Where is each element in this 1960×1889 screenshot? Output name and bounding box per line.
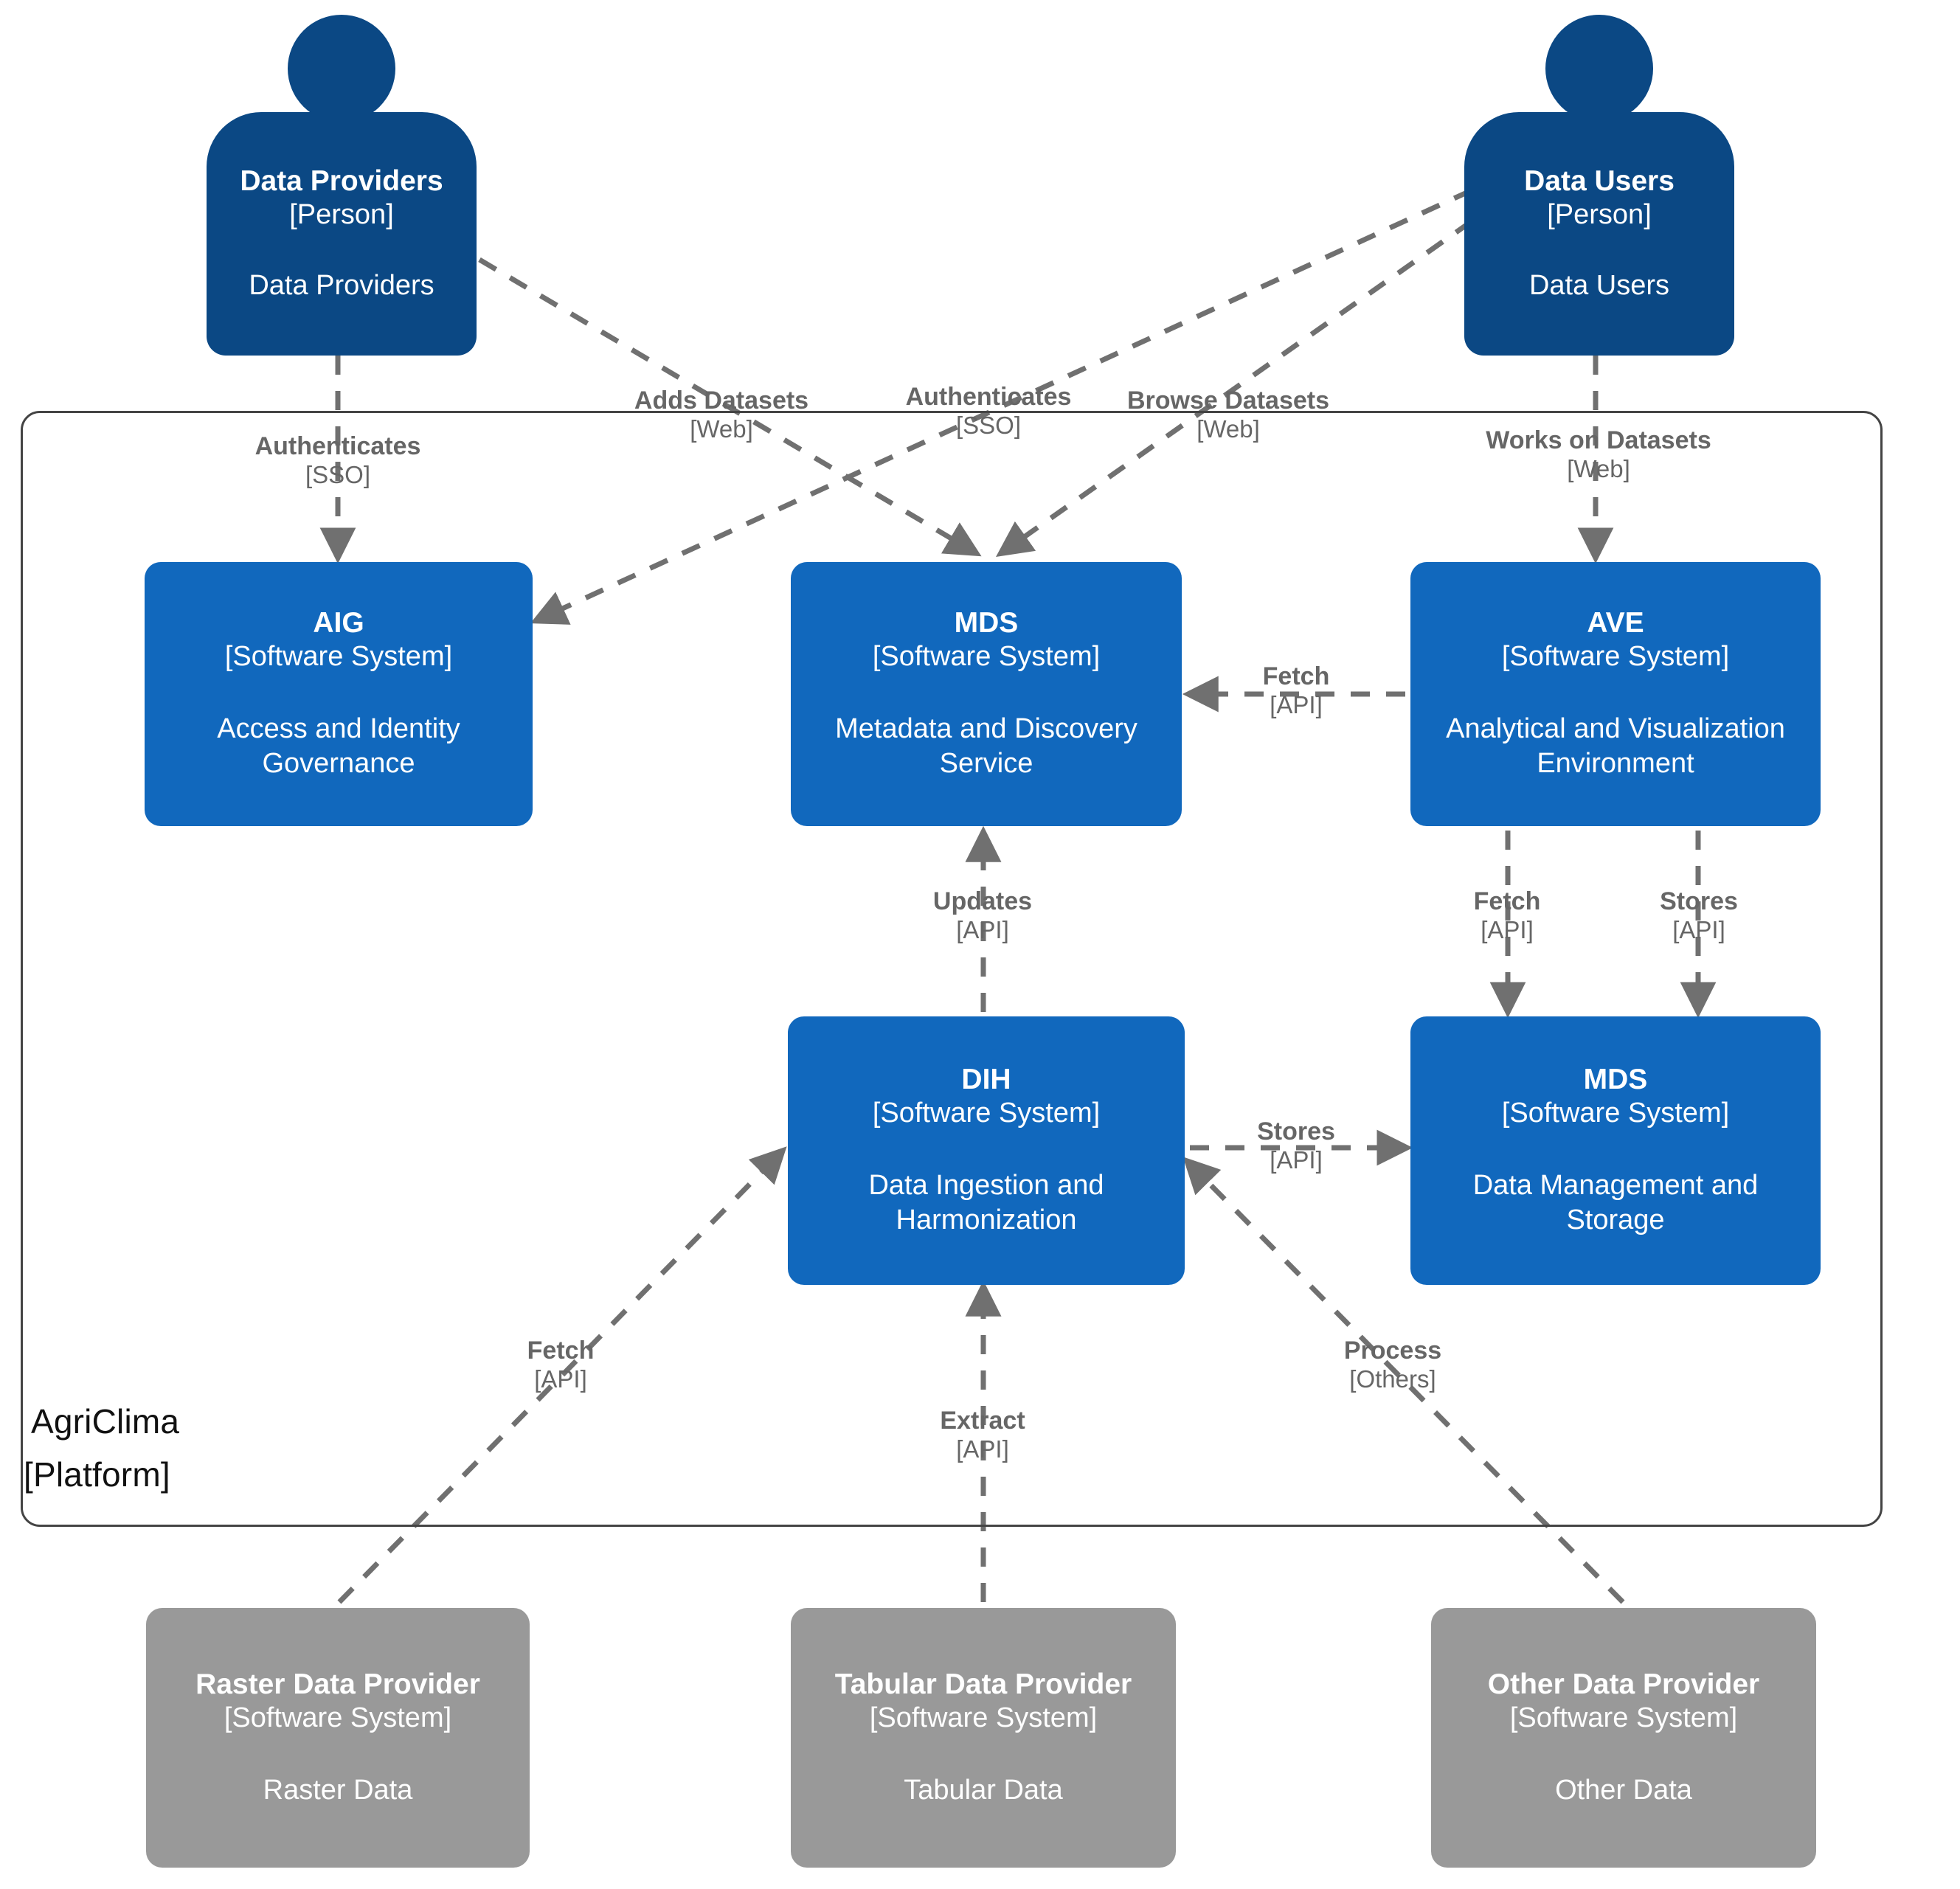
node-type: [Software System]	[872, 641, 1101, 673]
edge-label-text: Fetch	[1473, 887, 1541, 915]
edge-label-tech: [API]	[534, 1365, 587, 1393]
edge-label-text: Fetch	[1262, 662, 1330, 690]
edge-label-tech: [Others]	[1349, 1365, 1436, 1393]
node-mds-storage[interactable]: MDS [Software System] Data Management an…	[1410, 1016, 1821, 1285]
node-data-users[interactable]: Data Users [Person] Data Users	[1464, 15, 1734, 356]
node-type: [Person]	[289, 199, 394, 231]
edge-label-providers-authenticates-aig: Authenticates [SSO]	[255, 432, 421, 490]
boundary-label-type: [Platform]	[24, 1455, 170, 1494]
edge-label-text: Authenticates	[905, 383, 1072, 411]
edge-label-ave-stores-storage: Stores [API]	[1660, 887, 1738, 945]
edge-label-text: Stores	[1257, 1117, 1335, 1145]
node-type: [Software System]	[1501, 641, 1730, 673]
edge-label-text: Stores	[1660, 887, 1738, 915]
node-title: MDS	[954, 607, 1019, 640]
node-title: MDS	[1583, 1064, 1648, 1096]
edge-label-tech: [SSO]	[955, 412, 1022, 440]
edge-label-tech: [API]	[1270, 691, 1323, 719]
boundary-label-name: AgriClima	[31, 1402, 180, 1441]
person-head-icon	[1545, 15, 1653, 122]
node-type: [Software System]	[872, 1098, 1101, 1129]
node-ave[interactable]: AVE [Software System] Analytical and Vis…	[1410, 562, 1821, 826]
edge-label-tech: [API]	[956, 1435, 1009, 1463]
node-description: Data Providers	[249, 269, 434, 301]
edge-label-text: Process	[1343, 1337, 1442, 1365]
person-head-icon	[288, 15, 395, 122]
edge-label-text: Works on Datasets	[1486, 426, 1711, 454]
node-description: Analytical and Visualization Environment	[1446, 713, 1785, 780]
node-title: Data Providers	[240, 165, 443, 198]
node-description: Tabular Data	[904, 1774, 1063, 1806]
edge-label-tech: [API]	[1672, 916, 1725, 944]
edge-label-tabular-extract-dih: Extract [API]	[940, 1407, 1025, 1464]
node-title: AIG	[313, 607, 364, 640]
node-description: Raster Data	[263, 1774, 413, 1806]
platform-boundary	[21, 411, 1883, 1527]
node-title: AVE	[1587, 607, 1644, 640]
edge-label-other-process-dih: Process [Others]	[1344, 1337, 1441, 1394]
edge-label-dih-updates-mds: Updates [API]	[933, 887, 1032, 945]
person-body: Data Users [Person] Data Users	[1464, 112, 1734, 356]
node-description: Access and Identity Governance	[217, 713, 460, 780]
edge-label-tech: [API]	[956, 916, 1009, 944]
node-aig[interactable]: AIG [Software System] Access and Identit…	[145, 562, 533, 826]
edge-label-providers-adds-datasets-mds: Adds Datasets [Web]	[634, 387, 808, 444]
node-dih[interactable]: DIH [Software System] Data Ingestion and…	[788, 1016, 1185, 1285]
node-title: Tabular Data Provider	[834, 1668, 1132, 1701]
edge-label-text: Authenticates	[254, 432, 421, 460]
node-title: Other Data Provider	[1487, 1668, 1760, 1701]
node-tabular-data-provider[interactable]: Tabular Data Provider [Software System] …	[791, 1608, 1176, 1868]
edge-label-users-works-on-datasets-ave: Works on Datasets [Web]	[1486, 426, 1711, 484]
node-type: [Software System]	[224, 1702, 452, 1734]
node-description: Data Users	[1528, 269, 1670, 301]
edge-label-tech: [API]	[1270, 1146, 1323, 1174]
edge-label-text: Browse Datasets	[1126, 387, 1330, 415]
edge-label-text: Updates	[932, 887, 1033, 915]
edge-label-users-browse-datasets-mds: Browse Datasets [Web]	[1127, 387, 1329, 444]
edge-label-text: Extract	[940, 1407, 1025, 1435]
edge-label-tech: [Web]	[690, 415, 753, 443]
node-description: Data Management and Storage	[1472, 1170, 1759, 1236]
edge-label-tech: [Web]	[1197, 415, 1260, 443]
edge-label-tech: [SSO]	[305, 461, 371, 489]
node-type: [Software System]	[1501, 1098, 1730, 1129]
node-type: [Person]	[1547, 199, 1652, 231]
edge-label-tech: [API]	[1481, 916, 1534, 944]
edge-label-text: Fetch	[527, 1337, 595, 1365]
edge-label-users-authenticates-aig: Authenticates [SSO]	[906, 383, 1072, 440]
node-type: [Software System]	[869, 1702, 1098, 1734]
edge-label-ave-fetch-storage: Fetch [API]	[1474, 887, 1541, 945]
node-type: [Software System]	[1509, 1702, 1738, 1734]
edge-label-raster-fetch-dih: Fetch [API]	[527, 1337, 595, 1394]
node-title: Data Users	[1524, 165, 1675, 198]
edge-label-text: Adds Datasets	[634, 387, 809, 415]
edge-label-dih-stores-storage: Stores [API]	[1257, 1117, 1335, 1175]
node-mds-discovery[interactable]: MDS [Software System] Metadata and Disco…	[791, 562, 1182, 826]
node-title: Raster Data Provider	[195, 1668, 480, 1701]
node-description: Data Ingestion and Harmonization	[868, 1170, 1104, 1236]
node-raster-data-provider[interactable]: Raster Data Provider [Software System] R…	[146, 1608, 530, 1868]
node-description: Other Data	[1555, 1774, 1692, 1806]
node-title: DIH	[961, 1064, 1011, 1096]
edge-label-ave-fetch-mds: Fetch [API]	[1263, 662, 1330, 720]
edge-label-tech: [Web]	[1567, 455, 1630, 483]
node-type: [Software System]	[224, 641, 453, 673]
node-data-providers[interactable]: Data Providers [Person] Data Providers	[207, 15, 477, 356]
node-other-data-provider[interactable]: Other Data Provider [Software System] Ot…	[1431, 1608, 1816, 1868]
node-description: Metadata and Discovery Service	[835, 713, 1137, 780]
person-body: Data Providers [Person] Data Providers	[207, 112, 477, 356]
